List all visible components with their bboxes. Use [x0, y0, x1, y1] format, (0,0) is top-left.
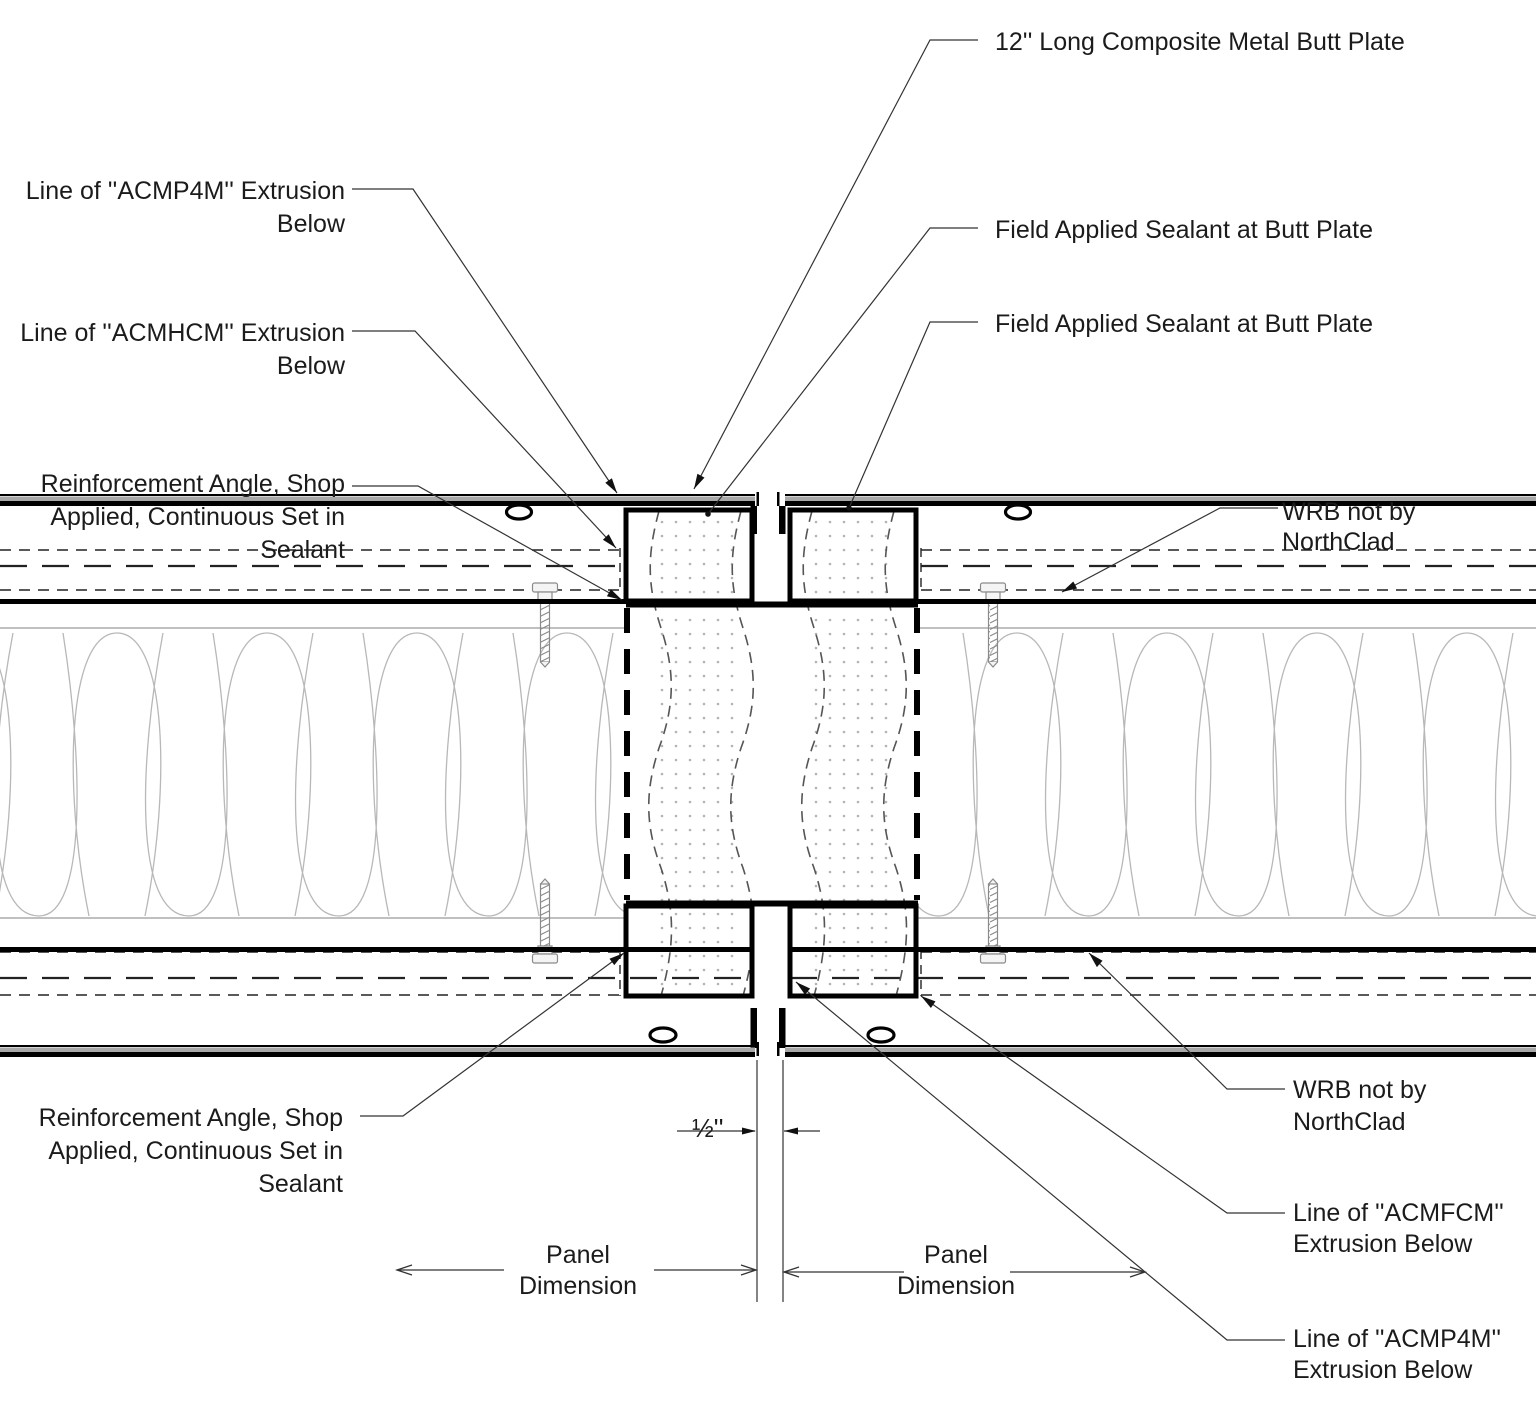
- leader-sealant-lower: [848, 321, 978, 509]
- leader-wrb-top: [1061, 507, 1278, 593]
- top-back-lines: [0, 599, 1536, 608]
- dim-arrow-right-icon: [742, 1127, 756, 1135]
- dim-arrow-left-icon: [784, 1127, 798, 1135]
- label-panel-dimension-left: Panel Dimension: [518, 1241, 638, 1300]
- leader-acmp4m-top: [352, 188, 618, 494]
- leader-acmhcm: [352, 330, 617, 549]
- label-wrb-bottom: WRB not by NorthClad: [1293, 1076, 1427, 1136]
- label-sealant-upper: Field Applied Sealant at Butt Plate: [995, 216, 1374, 244]
- bottom-back-lines: [0, 900, 1536, 952]
- butt-plate-bottom: [623, 903, 919, 999]
- leader-reinforcement-bottom: [360, 952, 625, 1117]
- bottom-panel-face: [0, 1008, 1536, 1057]
- label-wrb-top: WRB not by NorthClad: [1282, 498, 1416, 556]
- wrb-dashed-lines-top: [0, 548, 1536, 592]
- label-reinforcement-bottom: Reinforcement Angle, Shop Applied, Conti…: [38, 1104, 343, 1198]
- sealant-bead-left: [647, 510, 755, 997]
- leader-acmp4m-bottom: [795, 981, 1285, 1341]
- joint-extent-dashed: [624, 608, 920, 900]
- screw-top-left: [531, 582, 559, 668]
- label-butt-plate: 12'' Long Composite Metal Butt Plate: [995, 28, 1405, 56]
- label-sealant-lower: Field Applied Sealant at Butt Plate: [995, 310, 1374, 338]
- wrb-dashed-lines-bottom: [0, 950, 1536, 996]
- label-joint-width: ½'': [692, 1113, 724, 1143]
- label-acmp4m-bottom: Line of ''ACMP4M'' Extrusion Below: [1293, 1325, 1502, 1384]
- bottom-right-panel-return: [779, 1008, 786, 1048]
- screw-top-right: [979, 582, 1007, 668]
- top-right-panel-return: [779, 506, 786, 534]
- leader-lines: [352, 39, 1285, 1341]
- bottom-left-panel-return: [750, 1008, 757, 1048]
- butt-plate-top: [623, 507, 919, 604]
- leader-arrowheads: [602, 473, 1103, 1008]
- top-panel-face: [0, 492, 1536, 534]
- label-acmp4m-top: Line of ''ACMP4M'' Extrusion Below: [25, 177, 345, 238]
- leader-reinforcement-top: [352, 485, 623, 601]
- joint-dimension: [677, 1060, 820, 1302]
- insulation-batt: [0, 627, 1536, 919]
- fastener-slots: [504, 503, 1033, 1044]
- label-reinforcement-top: Reinforcement Angle, Shop Applied, Conti…: [40, 470, 345, 564]
- leader-butt-plate: [693, 39, 978, 490]
- label-acmfcm: Line of ''ACMFCM'' Extrusion Below: [1293, 1199, 1504, 1258]
- label-acmhcm: Line of ''ACMHCM'' Extrusion Below: [20, 319, 345, 380]
- sealant-bead-right: [800, 510, 908, 997]
- leader-wrb-bottom: [1088, 952, 1285, 1090]
- panel-dimension-left-line: [394, 1264, 759, 1276]
- label-panel-dimension-right: Panel Dimension: [896, 1241, 1016, 1300]
- leader-sealant-upper: [707, 227, 978, 515]
- panel-dimension-right-line: [781, 1266, 1148, 1278]
- leader-acmfcm: [920, 995, 1285, 1214]
